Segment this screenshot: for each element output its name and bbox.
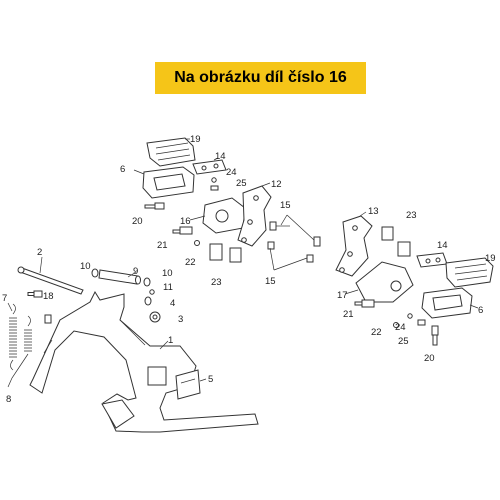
tube-9 (98, 269, 141, 285)
hinge-plate-12 (237, 185, 272, 247)
callout-25-right: 25 (398, 336, 409, 347)
callout-9: 9 (133, 266, 138, 277)
bolt-15-b (313, 236, 321, 247)
callout-19-left: 19 (190, 134, 201, 145)
pin-24-right (407, 313, 413, 319)
bolt-21-right (354, 299, 375, 308)
callout-23-right: 23 (406, 210, 417, 221)
callout-20-left: 20 (132, 216, 143, 227)
clip-23-left-b (229, 247, 242, 263)
callout-5: 5 (208, 374, 213, 385)
footrest-frame-left (142, 166, 195, 199)
spacer-10-a (91, 268, 99, 278)
bolt-21-left (172, 226, 193, 235)
shaft-2 (17, 266, 84, 295)
bolt-15-d (306, 254, 314, 263)
callout-6-right: 6 (478, 305, 483, 316)
spacer-10-b (143, 277, 151, 287)
callout-8: 8 (6, 394, 11, 405)
callout-11: 11 (163, 282, 173, 293)
pin-24-left (211, 177, 217, 183)
callout-13: 13 (368, 206, 379, 217)
callout-18: 18 (43, 291, 54, 302)
callout-17: 17 (337, 290, 348, 301)
callout-labels: 19 14 6 24 25 12 20 16 15 21 22 23 15 13… (2, 134, 496, 405)
callout-10-right: 10 (162, 268, 173, 279)
bracket-plate-left (192, 159, 227, 175)
callout-15-lower: 15 (265, 276, 276, 287)
callout-24-right: 24 (395, 322, 406, 333)
callout-24-left: 24 (226, 167, 237, 178)
clip-23-right (381, 226, 411, 257)
spring-25-right (417, 319, 426, 326)
callout-25-left: 25 (236, 178, 247, 189)
callout-1: 1 (168, 335, 173, 346)
washer-22-left (194, 240, 200, 246)
bolt-20-right (431, 325, 439, 346)
part-number-banner: Na obrázku díl číslo 16 (155, 62, 366, 94)
callout-22-left: 22 (185, 257, 196, 268)
callout-15-upper: 15 (280, 200, 291, 211)
callout-20-right: 20 (424, 353, 435, 364)
spring-25-left (210, 185, 219, 191)
callout-14-right: 14 (437, 240, 448, 251)
footrest-rubber-right (445, 257, 494, 288)
screw-18 (27, 290, 43, 298)
clip-23-left (209, 243, 223, 261)
bolt-15-a (269, 221, 290, 231)
callout-23-left: 23 (211, 277, 222, 288)
bolt-small (44, 314, 52, 324)
callout-22-right: 22 (371, 327, 382, 338)
bolt-15-c (267, 241, 275, 250)
callout-12: 12 (271, 179, 282, 190)
callout-21-left: 21 (157, 240, 168, 251)
footrest-bracket-17 (355, 261, 414, 303)
callout-21-right: 21 (343, 309, 354, 320)
footrest-frame-right (421, 287, 473, 319)
callout-3: 3 (178, 314, 183, 325)
callout-16: 16 (180, 216, 191, 227)
center-stand-1 (29, 290, 259, 433)
washer-22-right (393, 322, 399, 328)
spring-8 (7, 315, 32, 388)
washer-11 (149, 289, 155, 295)
bracket-plate-right (416, 252, 448, 268)
stop-block-5 (175, 369, 201, 400)
footrest-rubber-left (146, 137, 196, 167)
callout-14-left: 14 (215, 151, 226, 162)
callout-19-right: 19 (485, 253, 496, 264)
callout-7: 7 (2, 293, 7, 304)
callout-10-left: 10 (80, 261, 91, 272)
hinge-plate-13 (335, 215, 373, 277)
bushing-4 (144, 296, 152, 306)
nut-3 (149, 311, 161, 323)
footrest-bracket-16 (202, 197, 246, 234)
spring-7 (9, 303, 17, 371)
callout-6-left: 6 (120, 164, 125, 175)
callout-2: 2 (37, 247, 42, 258)
bolt-20-left (144, 202, 165, 210)
callout-4: 4 (170, 298, 175, 309)
